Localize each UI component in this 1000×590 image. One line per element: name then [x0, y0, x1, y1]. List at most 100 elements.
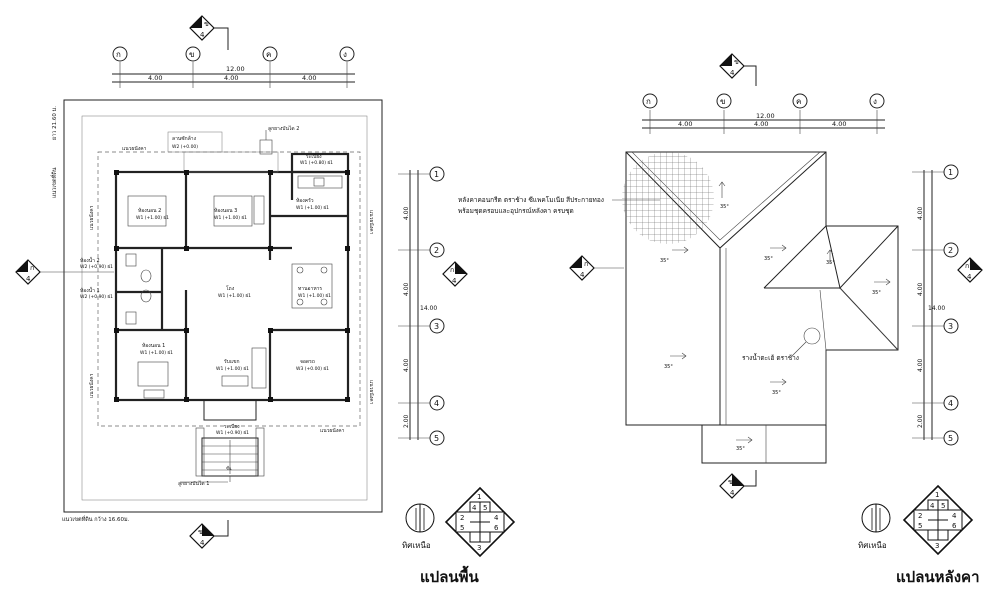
svg-text:W2 (+0.90) ฝ1: W2 (+0.90) ฝ1 [80, 264, 113, 270]
svg-text:4.00: 4.00 [403, 282, 410, 296]
property-line [63, 99, 383, 513]
svg-text:ค: ค [266, 50, 271, 59]
svg-text:4.00: 4.00 [678, 120, 692, 128]
svg-text:4: 4 [472, 504, 477, 512]
svg-text:35°: 35° [826, 260, 835, 266]
svg-text:5: 5 [460, 524, 464, 532]
floor-plan-title: แปลนพื้น [420, 565, 480, 586]
svg-text:W1 (+0.90) ฝ1: W1 (+0.90) ฝ1 [216, 430, 249, 436]
svg-text:35°: 35° [720, 204, 729, 210]
svg-text:ก: ก [116, 50, 121, 59]
front-stairs: ขึ้น ลูกยางบันได 1 ลูกยางบันได 2 [178, 125, 299, 487]
svg-text:1: 1 [477, 493, 481, 501]
svg-text:2.00: 2.00 [403, 414, 410, 428]
svg-text:12.00: 12.00 [226, 65, 245, 73]
svg-text:4.00: 4.00 [403, 358, 410, 372]
roof-outline [625, 151, 899, 464]
svg-text:4.00: 4.00 [832, 120, 846, 128]
room-labels: ลานซักล้าง W2 (+0.00) ห้องนอน 2 W1 (+1.0… [80, 135, 333, 436]
roof-top-axis-labels: ก ข ค ง [642, 93, 885, 109]
svg-text:W1 (+1.00) ฝ1: W1 (+1.00) ฝ1 [216, 366, 249, 372]
svg-text:5: 5 [918, 522, 922, 530]
svg-text:4: 4 [967, 273, 972, 281]
svg-text:พร้อมชุดครอบและอุปกรณ์หลังคา ค: พร้อมชุดครอบและอุปกรณ์หลังคา ครบชุด [458, 207, 574, 215]
svg-text:12.00: 12.00 [756, 112, 775, 120]
svg-text:ลูกยางบันได 1: ลูกยางบันได 1 [178, 480, 209, 487]
key-plan: 1 2 3 4 5 6 4 5 [444, 486, 516, 558]
svg-text:3: 3 [477, 544, 481, 552]
svg-text:4: 4 [452, 277, 457, 285]
svg-text:4.00: 4.00 [148, 74, 162, 82]
svg-text:ข': ข' [198, 528, 205, 536]
top-axis-labels: ก ข ค ง [112, 46, 355, 62]
roof-section-mark-left: ก 4 [569, 255, 624, 281]
svg-text:4: 4 [580, 271, 585, 279]
svg-text:4.00: 4.00 [754, 120, 768, 128]
svg-text:35°: 35° [772, 390, 781, 396]
walls [114, 131, 350, 421]
north-arrow-icon: ทิศเหนือ [402, 503, 435, 550]
svg-text:4: 4 [952, 512, 957, 520]
columns [114, 170, 350, 402]
svg-text:35°: 35° [764, 256, 773, 262]
svg-text:4.00: 4.00 [302, 74, 316, 82]
floor-plan: ข 4 ก ข ค ง 12.00 4.00 4.00 4.00 ยาว 21.… [15, 15, 516, 586]
furniture [125, 175, 343, 399]
svg-text:ทิศเหนือ: ทิศเหนือ [402, 541, 431, 550]
svg-text:ข': ข' [728, 478, 735, 486]
svg-text:1: 1 [434, 170, 439, 179]
svg-text:ยาว 21.60 ม.: ยาว 21.60 ม. [52, 106, 58, 140]
svg-text:W1 (+1.00) ฝ1: W1 (+1.00) ฝ1 [140, 350, 173, 356]
roof-tile-hatch [622, 152, 714, 244]
svg-text:แนวเขตที่ดิน กว้าง 16.60ม.: แนวเขตที่ดิน กว้าง 16.60ม. [62, 515, 130, 523]
svg-text:ค: ค [796, 97, 801, 106]
side-dimension: 4.00 4.00 4.00 2.00 14.00 1 2 3 4 5 [398, 166, 445, 446]
svg-text:ระเบียง: ระเบียง [306, 153, 322, 160]
svg-text:จอดรถ: จอดรถ [300, 359, 315, 365]
svg-text:แนวผนังคา: แนวผนังคา [122, 146, 147, 152]
setback-line [81, 115, 368, 501]
svg-text:3: 3 [434, 322, 439, 331]
section-mark-right: ก' 4 [442, 261, 468, 287]
svg-text:แนวผนังคา: แนวผนังคา [320, 428, 345, 434]
svg-text:ห้องนอน 3: ห้องนอน 3 [214, 207, 237, 214]
svg-text:35°: 35° [664, 364, 673, 370]
svg-text:ก': ก' [450, 266, 456, 274]
svg-text:5: 5 [483, 504, 487, 512]
slope-arrows: 35° 35° 35° 35° 35° 35° 35° 35° [660, 181, 891, 452]
section-mark-left: ก 4 [15, 259, 114, 285]
svg-text:4: 4 [930, 502, 935, 510]
svg-text:35°: 35° [872, 290, 881, 296]
svg-text:ห้องครัว: ห้องครัว [296, 197, 314, 204]
gutter-drain-icon [803, 327, 821, 345]
svg-text:ห้องน้ำ 2: ห้องน้ำ 2 [80, 255, 100, 264]
svg-text:14.00: 14.00 [928, 305, 945, 312]
svg-text:4: 4 [948, 399, 953, 408]
svg-text:หลังคาคอนกรีต ตราช้าง ซีแพคโมเ: หลังคาคอนกรีต ตราช้าง ซีแพคโมเนีย สีประก… [458, 196, 604, 204]
svg-text:W1 (+1.00) ฝ1: W1 (+1.00) ฝ1 [214, 215, 247, 221]
svg-text:4: 4 [26, 275, 31, 283]
svg-text:4: 4 [730, 489, 735, 497]
svg-text:5: 5 [434, 434, 439, 443]
svg-text:4.00: 4.00 [403, 206, 410, 220]
roof-side-dimension: 4.00 4.00 4.00 2.00 14.00 1 2 3 4 5 [912, 164, 959, 446]
svg-text:โถง: โถง [226, 285, 235, 292]
svg-text:6: 6 [952, 522, 957, 530]
svg-text:14.00: 14.00 [420, 305, 437, 312]
svg-text:W1 (+1.00) ฝ1: W1 (+1.00) ฝ1 [218, 293, 251, 299]
roof-section-mark-top: ข 4 [719, 53, 757, 86]
svg-text:4.00: 4.00 [917, 206, 924, 220]
svg-text:ขึ้น: ขึ้น [226, 464, 232, 471]
top-dimension: 12.00 4.00 4.00 4.00 [112, 62, 355, 88]
svg-text:ข: ข [189, 50, 194, 59]
svg-text:ง: ง [343, 50, 347, 59]
svg-text:5: 5 [941, 502, 945, 510]
svg-text:รางน้ำตะเฮ้ ตราช้าง: รางน้ำตะเฮ้ ตราช้าง [742, 353, 799, 362]
svg-text:ห้องนอน 2: ห้องนอน 2 [138, 207, 161, 214]
svg-text:ง: ง [873, 97, 877, 106]
svg-text:4.00: 4.00 [224, 74, 238, 82]
svg-text:W2 (+0.00): W2 (+0.00) [172, 144, 198, 150]
roof-plan-title: แปลนหลังคา [896, 568, 980, 586]
svg-text:ห้องนอน 1: ห้องนอน 1 [142, 342, 165, 349]
section-mark-top: ข 4 [189, 15, 229, 50]
